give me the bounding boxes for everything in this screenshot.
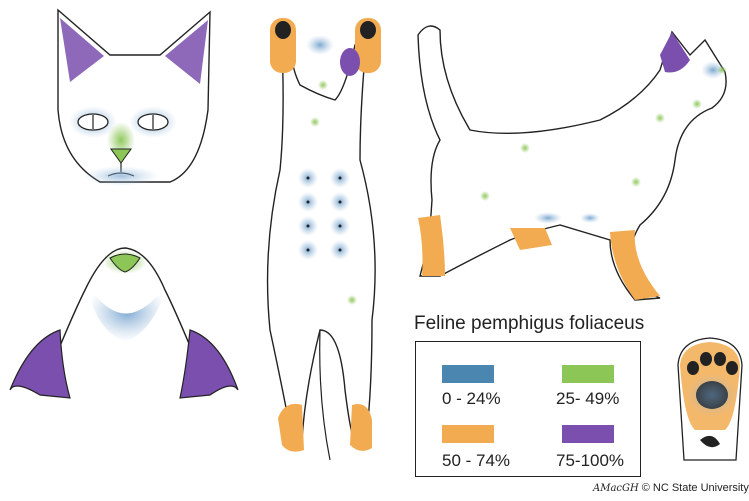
legend-box: 0 - 24% 25- 49% 50 - 74% 75-100%	[415, 341, 641, 477]
legend-label-mid-low: 25- 49%	[556, 389, 619, 409]
cat-paw-pad	[678, 338, 742, 460]
artist-signature: AMacGH	[593, 483, 639, 494]
legend-title: Feline pemphigus foliaceus	[414, 313, 644, 335]
legend-label-low: 0 - 24%	[442, 389, 501, 409]
legend-swatch-low	[442, 365, 494, 383]
legend-label-high: 75-100%	[556, 451, 624, 471]
cat-body-ventral	[268, 18, 381, 460]
cat-face-front	[58, 10, 210, 186]
legend-swatch-mid-high	[442, 425, 494, 443]
cat-chin-underside	[10, 248, 238, 398]
copyright-text: © NC State University 20	[642, 482, 749, 494]
credit-line: AMacGH© NC State University 20	[593, 482, 749, 494]
legend-label-mid-high: 50 - 74%	[442, 451, 510, 471]
legend-swatch-high	[562, 425, 614, 443]
cat-body-lateral	[418, 26, 727, 300]
legend-swatch-mid-low	[562, 365, 614, 383]
